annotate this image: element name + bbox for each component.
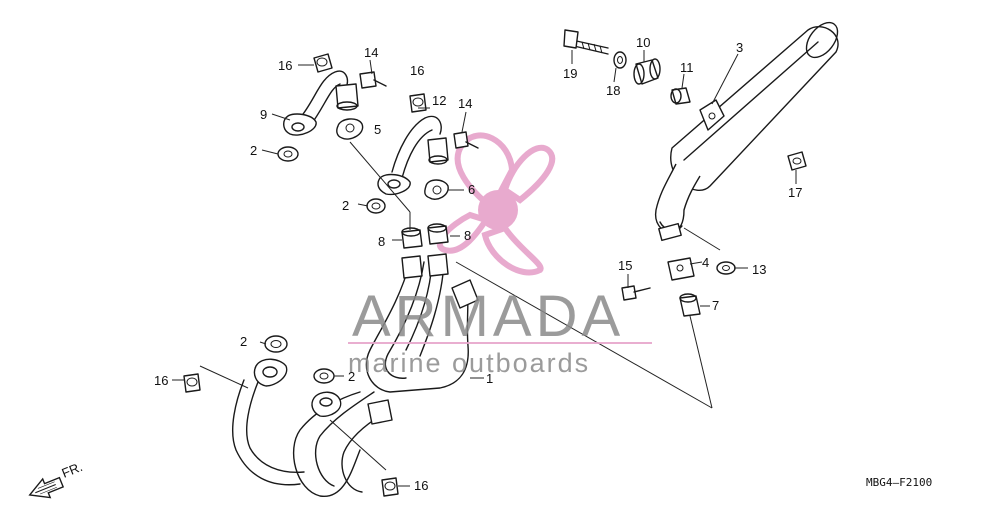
flange-nut-upper — [409, 93, 427, 113]
callout-16: 16 — [154, 373, 168, 388]
callout-19: 19 — [563, 66, 577, 81]
front-direction-arrow — [28, 476, 65, 499]
callout-5: 5 — [374, 122, 381, 137]
gasket-2-top — [277, 146, 299, 162]
callout-7: 7 — [712, 298, 719, 313]
front-direction-label: FR. — [60, 459, 85, 481]
callout-13: 13 — [752, 262, 766, 277]
gasket-2-lower-mid — [313, 368, 335, 384]
callout-9: 9 — [260, 107, 267, 122]
flange-nut-lower-mid — [381, 477, 399, 497]
bracket-4 — [667, 257, 695, 281]
callout-17: 17 — [788, 185, 802, 200]
callout-15: 15 — [618, 258, 632, 273]
callout-2: 2 — [342, 198, 349, 213]
callout-18: 18 — [606, 83, 620, 98]
callout-1: 1 — [486, 371, 493, 386]
bolt-15 — [621, 285, 651, 301]
rubber-collar — [633, 58, 661, 85]
bolt-14-right — [453, 131, 479, 149]
seal-8-left — [401, 227, 423, 249]
propeller-icon — [436, 132, 556, 276]
callout-2: 2 — [250, 143, 257, 158]
callout-10: 10 — [636, 35, 650, 50]
callout-14: 14 — [458, 96, 472, 111]
flange-nut-lower-left — [183, 373, 201, 393]
callouts: 16 14 16 12 14 9 5 2 6 2 8 8 1 2 2 16 16… — [154, 35, 802, 493]
pipe-joint-right — [377, 115, 449, 196]
callout-8: 8 — [464, 228, 471, 243]
exhaust-pipe — [232, 253, 479, 497]
gasket-2-mid — [366, 198, 386, 214]
callout-16: 16 — [278, 58, 292, 73]
collar — [670, 87, 691, 105]
callout-14: 14 — [364, 45, 378, 60]
callout-2: 2 — [348, 369, 355, 384]
pipe-clamp-5 — [336, 118, 364, 140]
rubber-7 — [679, 293, 701, 317]
figure-code: MBG4—F2100 — [866, 476, 932, 489]
flange-nut — [313, 53, 333, 73]
bolt-14-upper — [359, 71, 387, 89]
watermark-tagline: marine outboards — [348, 348, 590, 378]
nut-13 — [716, 261, 736, 275]
washer — [613, 51, 627, 69]
callout-6: 6 — [468, 182, 475, 197]
gasket-2-lower-left — [264, 335, 288, 353]
pipe-clamp-6 — [424, 179, 449, 200]
seal-8-right — [427, 223, 449, 245]
callout-8: 8 — [378, 234, 385, 249]
pipe-joint-left — [283, 70, 359, 136]
nut-17 — [787, 151, 807, 171]
watermark-brand: ARMADA — [352, 284, 624, 349]
callout-3: 3 — [736, 40, 743, 55]
callout-2: 2 — [240, 334, 247, 349]
callout-11: 11 — [680, 60, 694, 75]
callout-4: 4 — [702, 255, 709, 270]
callout-12: 12 — [432, 93, 446, 108]
callout-16: 16 — [414, 478, 428, 493]
muffler-mount-bolt — [563, 29, 609, 55]
leader-lines — [172, 50, 797, 487]
callout-16: 16 — [410, 63, 424, 78]
muffler — [654, 21, 839, 242]
